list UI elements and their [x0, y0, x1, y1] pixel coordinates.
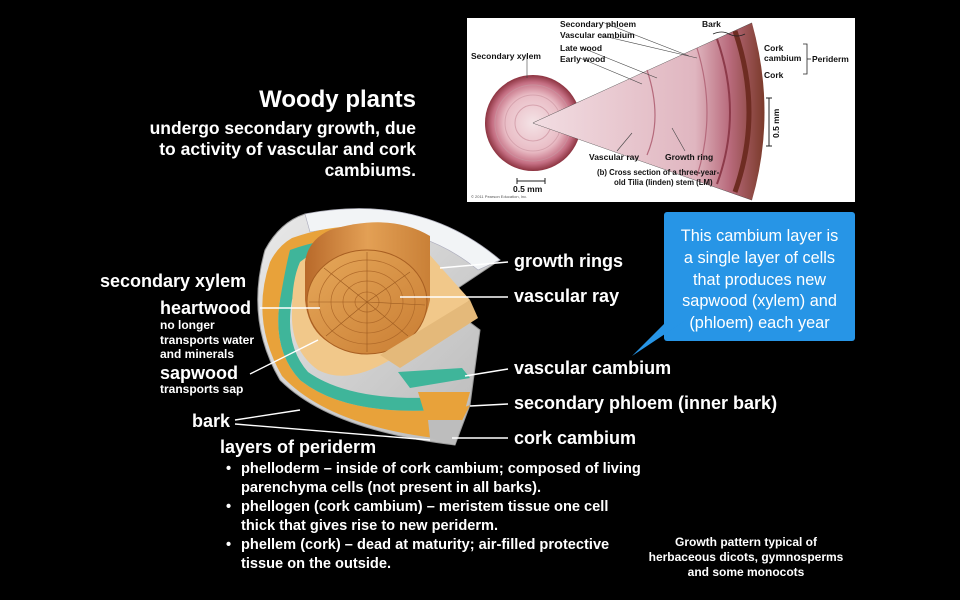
growth-pattern-note: Growth pattern typical of herbaceous dic…	[640, 535, 852, 580]
label-secondary-xylem: secondary xylem	[100, 271, 247, 291]
label-heartwood-note: no longer transports water and minerals	[160, 318, 254, 362]
cambium-callout: This cambium layer is a single layer of …	[664, 212, 855, 341]
bullet-phellogen: phellogen (cork cambium) – meristem tiss…	[226, 498, 646, 536]
heartwood-note-line-1: no longer	[160, 318, 215, 332]
label-sapwood: sapwood	[160, 363, 239, 383]
micro-label-vascular-ray: Vascular ray	[589, 152, 640, 162]
micro-label-vascular-cambium: Vascular cambium	[560, 30, 635, 40]
label-secondary-phloem: secondary phloem (inner bark)	[514, 393, 778, 413]
micro-caption-line2: old Tilia (linden) stem (LM)	[614, 178, 713, 187]
micro-label-bark: Bark	[702, 19, 721, 29]
secondary-phloem-band	[262, 226, 470, 440]
callout-pointer	[632, 320, 686, 356]
micro-copyright: © 2011 Pearson Education, Inc.	[471, 194, 528, 199]
footnote-line-2: herbaceous dicots, gymnosperms	[648, 550, 844, 564]
label-vascular-cambium: vascular cambium	[514, 358, 672, 378]
footnote-line-3: and some monocots	[687, 565, 805, 579]
micro-label-secondary-phloem: Secondary phloem	[560, 19, 637, 29]
label-vascular-ray: vascular ray	[514, 286, 620, 306]
heartwood-note-line-3: and minerals	[160, 347, 235, 361]
micro-label-secondary-xylem: Secondary xylem	[471, 51, 541, 61]
bullet-phellem: phellem (cork) – dead at maturity; air-f…	[226, 536, 646, 574]
label-bark: bark	[192, 411, 231, 431]
label-layers-of-periderm: layers of periderm	[220, 437, 377, 457]
vascular-rays	[309, 252, 426, 352]
enlarged-wedge	[533, 23, 765, 200]
micro-label-cork-cambium: Cork cambium	[764, 43, 802, 63]
micro-caption-line1: (b) Cross section of a three-year-	[597, 168, 720, 177]
micrograph-figure: Secondary phloem Vascular cambium Late w…	[467, 18, 855, 202]
periderm-bullet-list: phelloderm – inside of cork cambium; com…	[226, 460, 646, 574]
label-heartwood: heartwood	[160, 298, 252, 318]
micro-label-periderm: Periderm	[812, 54, 849, 64]
phloem-step	[418, 392, 470, 420]
cambium-step	[398, 368, 470, 388]
cork-step	[428, 420, 462, 445]
micro-scale-left: 0.5 mm	[513, 184, 543, 194]
vascular-cambium-band	[278, 237, 462, 411]
sapwood-step	[380, 300, 478, 368]
micro-label-cork: Cork	[764, 70, 784, 80]
page-subtitle: undergo secondary growth, due to activit…	[149, 118, 416, 180]
heartwood-note-line-2: transports water	[160, 332, 255, 347]
bullet-phelloderm: phelloderm – inside of cork cambium; com…	[226, 460, 646, 498]
leader-lines	[234, 261, 509, 441]
callout-line-2: a single layer of cells	[683, 248, 836, 267]
micro-label-late-wood: Late wood	[560, 43, 603, 53]
footnote-line-1: Growth pattern typical of	[674, 535, 817, 549]
page-title: Woody plants	[259, 86, 416, 113]
label-cork-cambium: cork cambium	[514, 428, 637, 448]
micrograph-image	[485, 21, 811, 201]
callout-line-3: that produces new	[692, 270, 827, 289]
callout-line-5: (phloem) each year	[689, 314, 830, 333]
label-growth-rings: growth rings	[514, 251, 623, 271]
micro-label-growth-ring: Growth ring	[665, 152, 714, 162]
callout-line-4: sapwood (xylem) and	[682, 292, 837, 311]
micro-label-early-wood: Early wood	[560, 54, 606, 64]
label-sapwood-note: transports sap	[160, 382, 244, 396]
callout-line-1: This cambium layer is	[680, 227, 839, 245]
